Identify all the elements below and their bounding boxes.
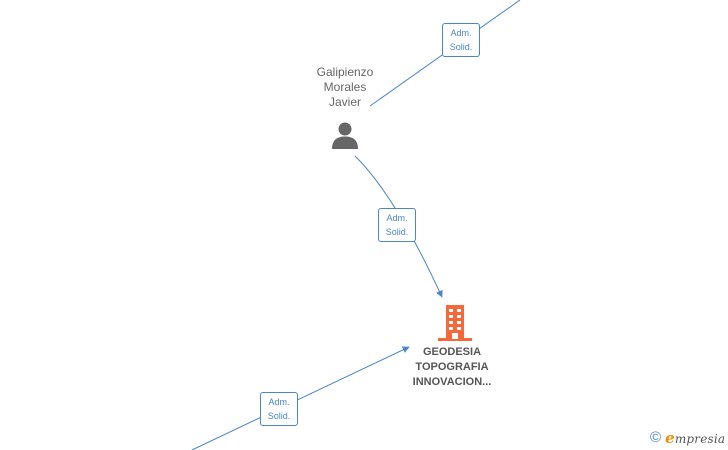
edge-label-role: Adm.: [450, 28, 472, 38]
person-icon[interactable]: [330, 120, 360, 150]
company-name-line: TOPOGRAFIA: [415, 361, 489, 373]
company-name[interactable]: GEODESIA TOPOGRAFIA INNOVACION...: [392, 345, 512, 390]
edge-label-role: Adm.: [268, 397, 290, 407]
person-name-line: Galipienzo: [316, 65, 374, 79]
edge-label-role-type: Solid.: [449, 42, 473, 52]
company-name-line: INNOVACION...: [412, 376, 492, 388]
person-name-line: Javier: [328, 95, 361, 109]
brand-name-rest: mpresia: [674, 432, 726, 446]
person-name-line: Morales: [323, 80, 367, 94]
footer-brand: © empresia: [650, 428, 725, 448]
edge-label-role: Adm.: [386, 213, 408, 223]
edge-label-bottom[interactable]: Adm. Solid.: [260, 392, 298, 426]
building-icon[interactable]: [438, 305, 472, 341]
edge-label-top[interactable]: Adm. Solid.: [442, 23, 480, 57]
copyright-symbol: ©: [650, 429, 662, 446]
company-name-line: GEODESIA: [422, 346, 482, 358]
brand-logo[interactable]: empresia: [665, 429, 725, 447]
edge-bottom-to-company: [191, 346, 410, 450]
edge-label-role-type: Solid.: [267, 411, 291, 421]
person-name[interactable]: Galipienzo Morales Javier: [290, 65, 400, 110]
edge-label-middle[interactable]: Adm. Solid.: [378, 208, 416, 242]
edge-label-role-type: Solid.: [385, 227, 409, 237]
brand-initial: e: [665, 429, 675, 447]
